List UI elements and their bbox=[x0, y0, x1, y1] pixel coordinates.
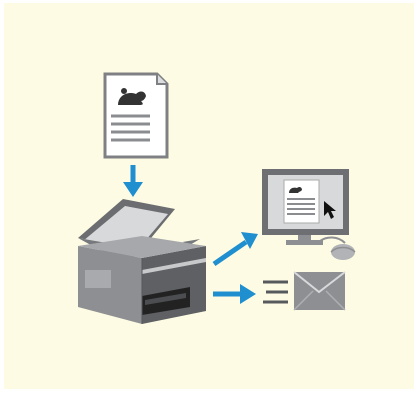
down-arrow-icon bbox=[123, 165, 143, 197]
arrow-to-computer-icon bbox=[214, 232, 258, 264]
computer-monitor-icon bbox=[262, 169, 349, 245]
email-envelope-icon bbox=[263, 272, 345, 310]
multifunction-printer-icon bbox=[78, 199, 206, 324]
arrow-to-email-icon bbox=[213, 284, 256, 304]
document-icon bbox=[105, 74, 167, 157]
mouse-icon bbox=[320, 237, 355, 260]
